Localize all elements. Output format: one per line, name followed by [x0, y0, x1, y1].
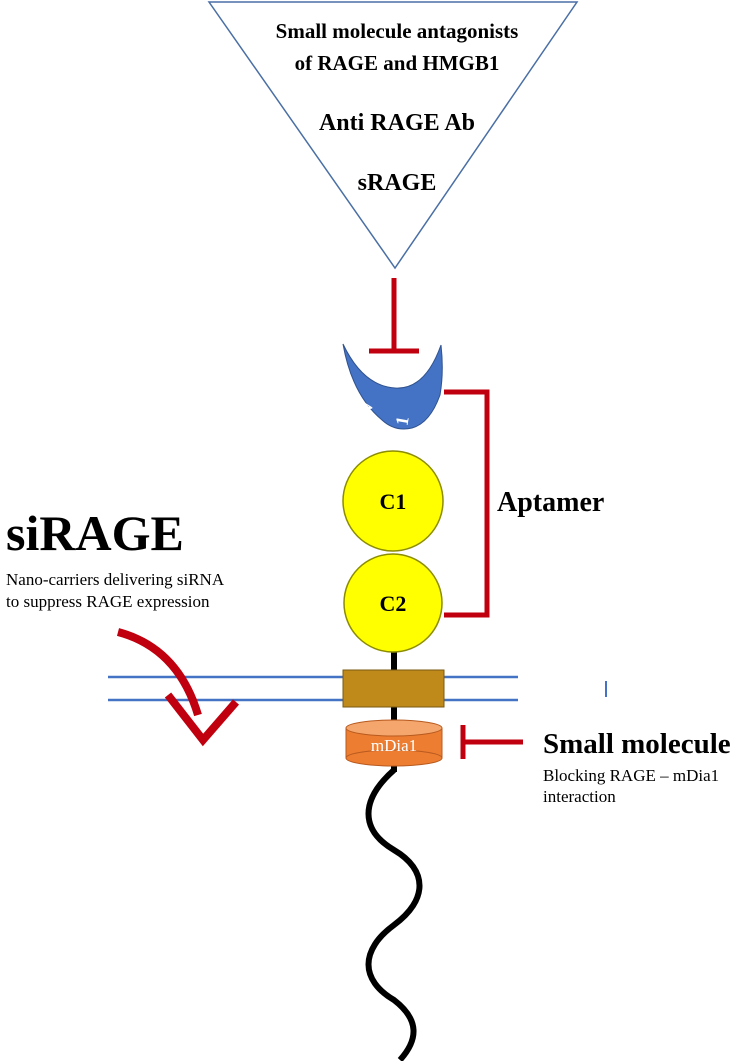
mdia1-domain: [345, 719, 443, 767]
c2-label: C2: [380, 591, 407, 616]
v1-domain: [342, 343, 443, 430]
triangle-line-4: sRAGE: [358, 170, 437, 196]
sirage-title: siRAGE: [6, 505, 184, 561]
antagonist-triangle: [207, 1, 579, 270]
mdia1-label: mDia1: [371, 736, 417, 755]
cytoplasmic-tail: [365, 767, 423, 1061]
triangle-line-1: Small molecule antagonists: [276, 19, 519, 43]
c1-domain: [342, 450, 444, 552]
sirage-curved-arrow: [116, 628, 240, 747]
sirage-desc-line-2: to suppress RAGE expression: [6, 592, 210, 611]
triangle-line-3: Anti RAGE Ab: [319, 110, 475, 136]
aptamer-label: Aptamer: [497, 487, 604, 518]
small-molecule-inhibition-bar: [460, 725, 523, 759]
small-molecule-desc-line-2: interaction: [543, 787, 616, 806]
sirage-desc-line-1: Nano-carriers delivering siRNA: [6, 570, 225, 589]
transmembrane-domain: [342, 669, 445, 708]
top-inhibition-bar: [369, 278, 419, 354]
c2-domain: [343, 553, 443, 653]
v1-label-1: 1: [391, 415, 412, 427]
aptamer-bracket: [444, 389, 490, 618]
triangle-line-2: of RAGE and HMGB1: [295, 51, 500, 75]
small-molecule-title: Small molecule: [543, 728, 731, 760]
c1-label: C1: [380, 489, 407, 514]
small-molecule-desc-line-1: Blocking RAGE – mDia1: [543, 766, 719, 785]
v1-label-v: V: [355, 399, 377, 415]
